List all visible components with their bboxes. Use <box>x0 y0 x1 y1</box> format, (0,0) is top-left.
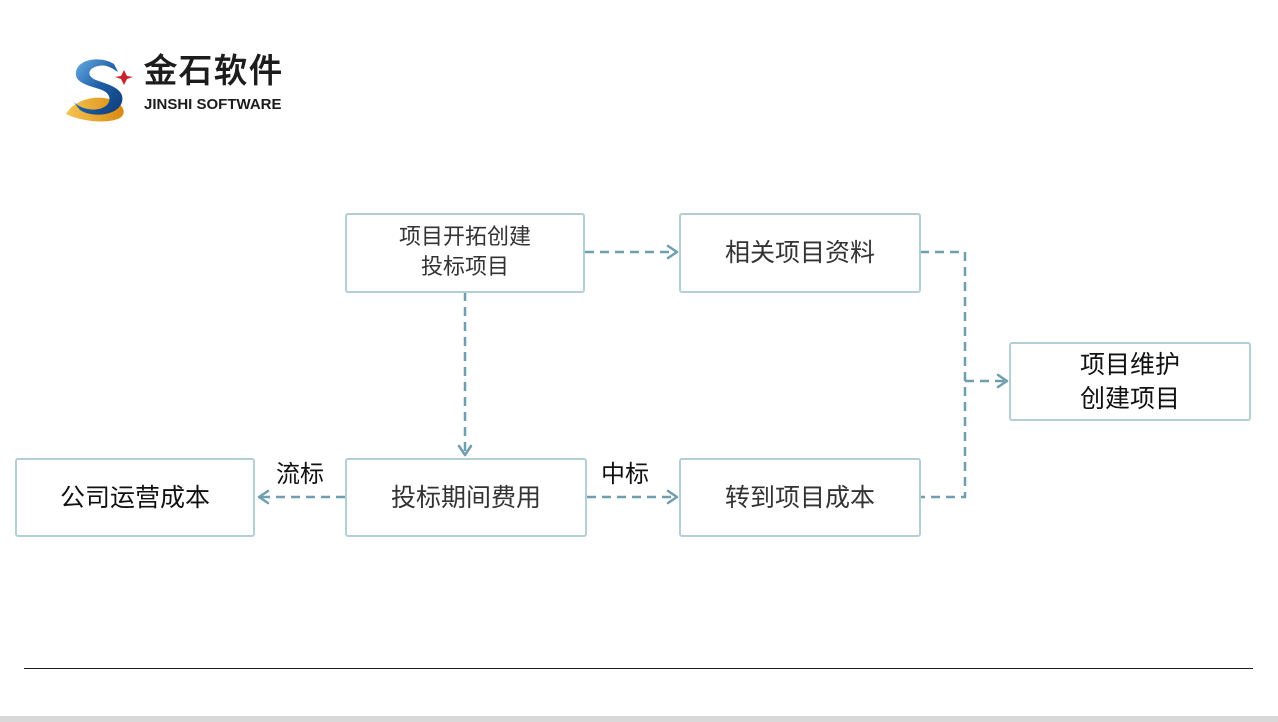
node-maintain-project-line2: 创建项目 <box>1079 383 1180 413</box>
node-company-cost: 公司运营成本 <box>15 458 255 537</box>
logo-english-name: JINSHI SOFTWARE <box>144 96 282 113</box>
arrowhead-company-cost <box>257 489 270 505</box>
node-create-project-line2: 投标项目 <box>420 255 509 280</box>
node-create-project: 项目开拓创建 投标项目 <box>345 213 585 293</box>
arrowhead-project-cost <box>666 489 679 505</box>
node-project-cost-text: 转到项目成本 <box>724 482 875 512</box>
edge-related-to-maintain <box>920 250 967 499</box>
company-logo: 金石软件 JINSHI SOFTWARE <box>62 50 312 126</box>
node-project-cost: 转到项目成本 <box>679 458 921 537</box>
node-related-docs: 相关项目资料 <box>679 213 921 293</box>
edge-label-lost-bid: 流标 <box>276 460 324 488</box>
arrowhead-bid-expenses <box>457 444 473 457</box>
node-maintain-project-line1: 项目维护 <box>1079 349 1180 379</box>
footer-divider <box>24 668 1253 669</box>
arrowhead-related <box>666 244 679 260</box>
arrowhead-maintain <box>996 373 1009 389</box>
node-create-project-line1: 项目开拓创建 <box>398 225 531 251</box>
node-bid-expenses-text: 投标期间费用 <box>390 482 541 512</box>
node-maintain-project: 项目维护 创建项目 <box>1009 342 1251 421</box>
bottom-strip <box>0 716 1278 722</box>
node-related-docs-text: 相关项目资料 <box>724 238 875 267</box>
node-bid-expenses: 投标期间费用 <box>345 458 587 537</box>
node-company-cost-text: 公司运营成本 <box>59 482 210 512</box>
jinshi-s-logo-icon <box>66 59 133 122</box>
edge-label-won-bid: 中标 <box>601 460 649 488</box>
logo-chinese-name: 金石软件 <box>144 51 284 90</box>
